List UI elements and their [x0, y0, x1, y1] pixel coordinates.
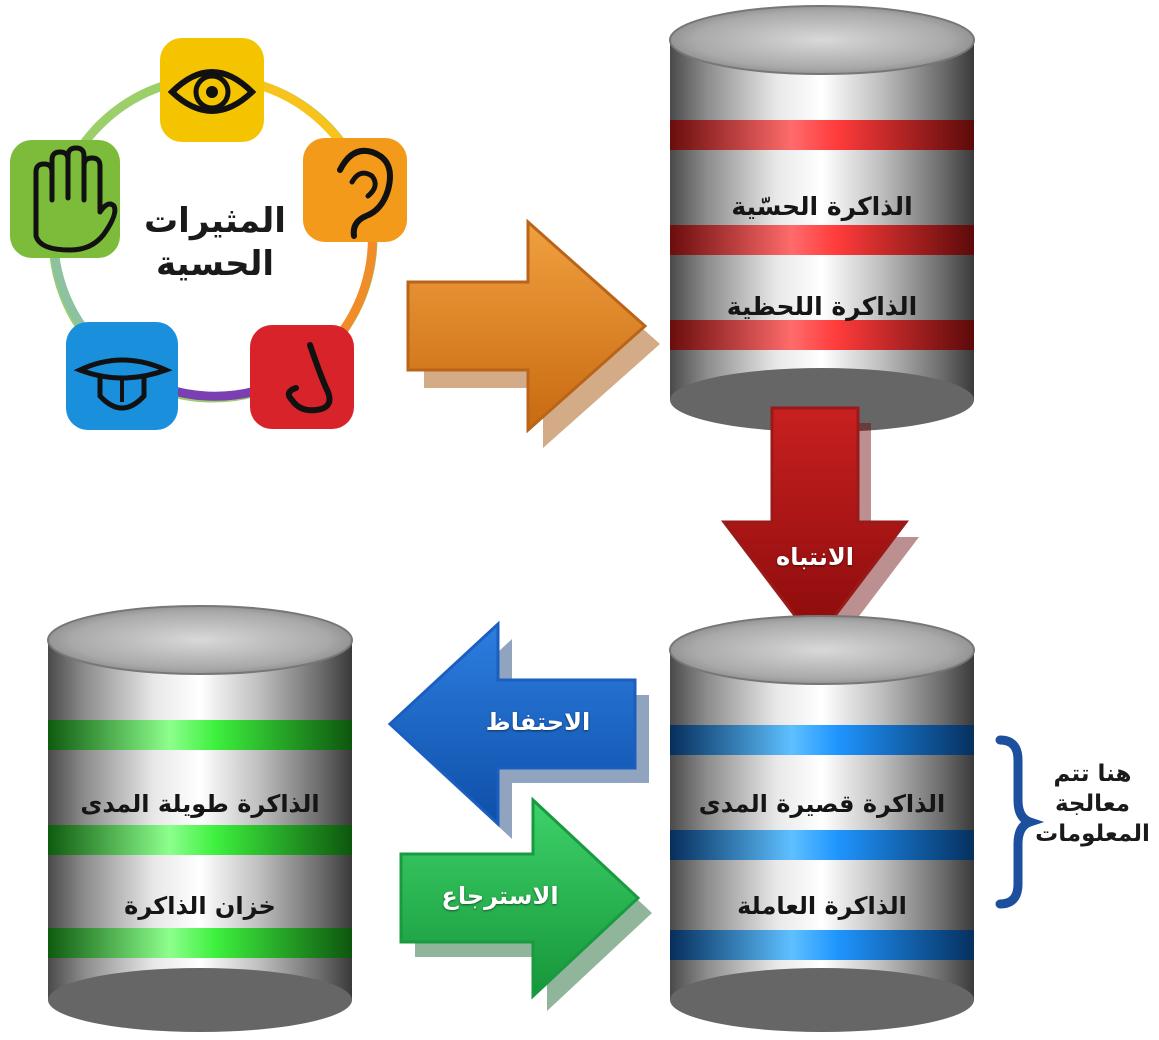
stimuli-title: المثيرات الحسية — [130, 200, 300, 285]
long-term-memory-label: الذاكرة طويلة المدى — [80, 790, 320, 818]
processing-brace — [995, 735, 1045, 909]
attention-arrow — [720, 406, 919, 657]
sensory-memory-database — [669, 5, 975, 432]
processing-note-line3: المعلومات — [1035, 820, 1150, 847]
instant-memory-label: الذاكرة اللحظية — [726, 292, 918, 321]
working-memory-label: الذاكرة العاملة — [737, 892, 907, 920]
tongue-icon — [66, 322, 178, 430]
sensory-memory-label: الذاكرة الحسّية — [731, 192, 913, 221]
retrieval-label: الاسترجاع — [441, 882, 559, 910]
processing-note-line1: هنا تتم — [1053, 761, 1132, 787]
stimuli-title-line1: المثيرات — [144, 201, 286, 241]
processing-note: هنا تتم معالجة المعلومات — [1030, 760, 1155, 850]
stimuli-wheel — [10, 38, 407, 430]
long-term-memory-database — [47, 605, 353, 1032]
hand-icon — [10, 140, 120, 258]
short-term-memory-label: الذاكرة قصيرة المدى — [698, 790, 946, 818]
retention-arrow — [387, 620, 649, 839]
retrieval-arrow — [399, 796, 652, 1011]
short-term-memory-database — [669, 615, 975, 1032]
processing-note-line2: معالجة — [1054, 790, 1131, 817]
nose-icon — [250, 325, 354, 429]
eye-icon — [160, 38, 264, 142]
memory-store-label: خزان الذاكرة — [124, 892, 276, 920]
ear-icon — [303, 138, 407, 242]
attention-label: الانتباه — [776, 543, 854, 571]
stimuli-to-sensory-arrow — [406, 218, 660, 448]
stimuli-title-line2: الحسية — [155, 243, 275, 284]
retention-label: الاحتفاظ — [485, 708, 591, 736]
